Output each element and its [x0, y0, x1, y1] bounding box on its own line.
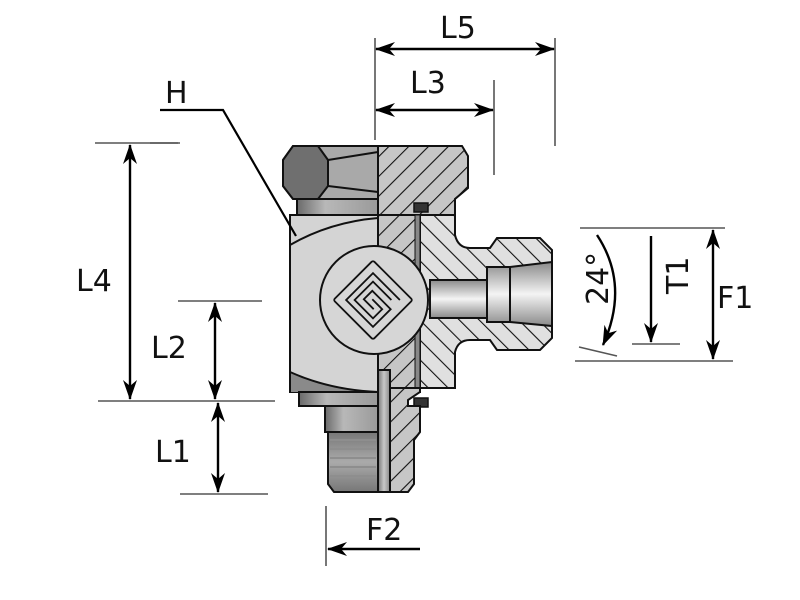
hex-leader-line	[160, 108, 297, 237]
stud-neck	[324, 405, 379, 433]
seal-top	[413, 202, 429, 213]
hex-nut-face	[282, 145, 329, 200]
dimensions	[95, 38, 733, 566]
outlet-cone	[486, 260, 553, 328]
label-f1: F1	[717, 281, 753, 316]
manufacturer-logo	[333, 260, 413, 340]
label-l2: L2	[151, 331, 187, 366]
label-h: H	[165, 76, 188, 111]
label-l4: L4	[76, 264, 112, 299]
labels: L5 L3 H L4 L2 L1 F2 F1 T1 24°	[76, 11, 753, 548]
label-l5: L5	[440, 11, 476, 46]
dim-angle-arc	[595, 234, 618, 346]
label-angle: 24°	[581, 252, 616, 305]
stud-section	[389, 387, 421, 493]
label-t1: T1	[661, 257, 696, 295]
label-f2: F2	[366, 513, 402, 548]
label-l3: L3	[410, 66, 446, 101]
label-l1: L1	[155, 435, 191, 470]
outlet-bore	[429, 279, 488, 319]
fitting-body	[282, 145, 553, 493]
hex-collar	[296, 198, 379, 216]
lower-collar	[298, 391, 379, 407]
center-bore	[377, 369, 391, 493]
